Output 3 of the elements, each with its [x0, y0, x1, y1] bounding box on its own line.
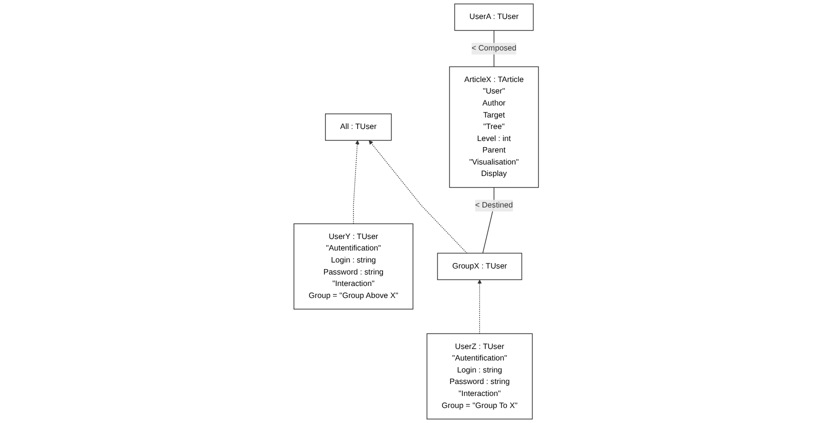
arrow	[353, 140, 360, 224]
arrow	[369, 140, 468, 254]
arrow	[478, 280, 482, 334]
